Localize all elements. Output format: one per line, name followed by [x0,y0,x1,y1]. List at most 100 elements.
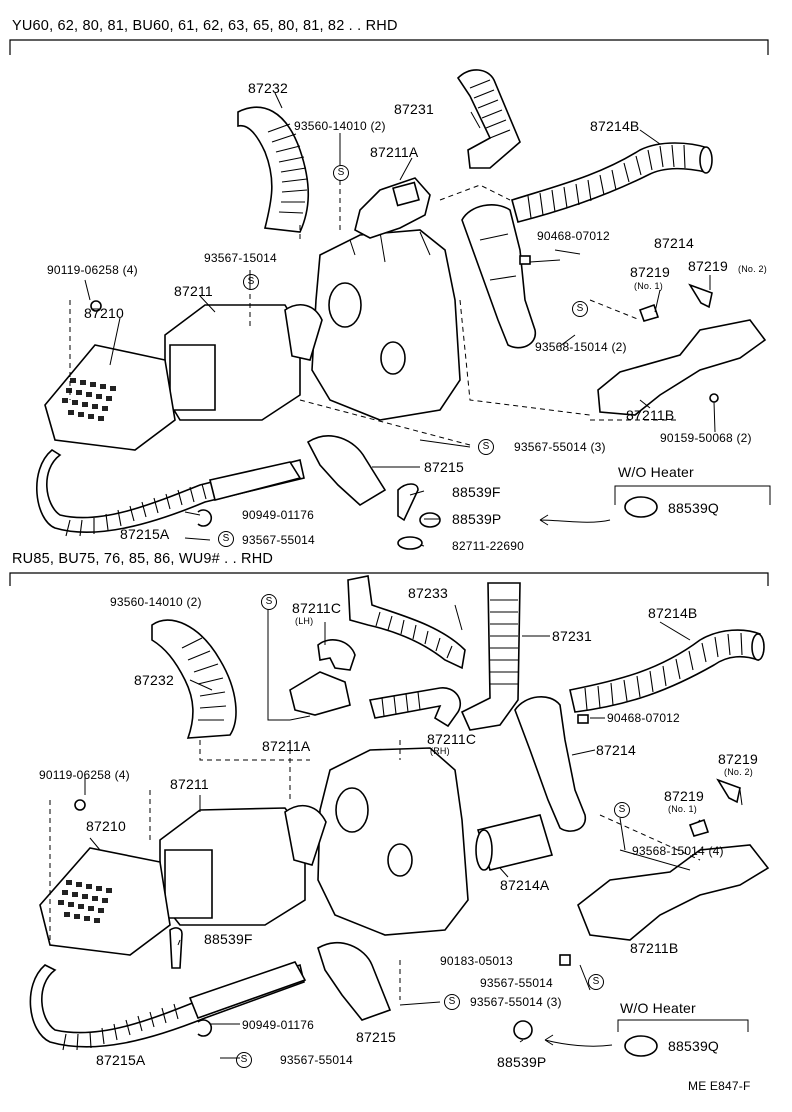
part-label-87214: 87214 [654,235,694,251]
part-label-93567-55014: 93567-55014 [480,976,553,990]
part-label-88539F: 88539F [204,931,253,947]
duct-87211C-lh [289,639,356,716]
duct-87211A-top [354,177,431,239]
part-label-87210: 87210 [86,818,126,834]
part-label-88539P: 88539P [452,511,502,527]
s-symbol-icon: S [261,594,277,610]
part-label-87219-no2: 87219 [718,751,758,767]
part-sub-87219-no2: (No. 2) [738,264,767,274]
duct-87211B-top [597,319,767,416]
part-label-88539Q: 88539Q [668,500,720,516]
part-label-88539F: 88539F [452,484,501,500]
part-label-93567-55014: 93567-55014 [242,533,315,547]
part-label-87214: 87214 [596,742,636,758]
part-label-87231: 87231 [552,628,592,644]
part-label-87211C-lh: 87211C [292,600,342,616]
part-sub-87219-no2: (No. 2) [724,767,753,777]
duct-87231-top [456,69,521,169]
part-label-93567-55014-3: 93567-55014 (3) [514,440,606,454]
part-label-87214B: 87214B [590,118,640,134]
blower-87210-top [44,344,176,451]
part-label-87219-no1: 87219 [664,788,704,804]
part-sub-87211C-rh: (RH) [430,746,450,756]
fastener-parts-bottom [74,714,741,1057]
s-symbol-icon: S [614,802,630,818]
diagram-code: ME E847-F [688,1079,751,1093]
bottom-section-frame [9,572,769,586]
part-label-93560-14010: 93560-14010 (2) [110,595,202,609]
part-sub-87219-no1: (No. 1) [634,281,663,291]
part-label-87219-no1: 87219 [630,264,670,280]
part-label-87211: 87211 [174,283,213,299]
duct-87233-bottom [347,575,466,670]
part-label-90119-06258: 90119-06258 (4) [47,263,138,277]
part-label-93567-55014-3: 93567-55014 (3) [470,995,562,1009]
part-label-87211A: 87211A [262,738,311,754]
part-label-93568-15014: 93568-15014 (4) [632,844,724,858]
part-label-90949-01176: 90949-01176 [242,508,315,522]
part-label-93560-14010: 93560-14010 (2) [294,119,386,133]
part-label-88539P: 88539P [497,1054,547,1070]
fastener-parts-top [90,255,719,550]
section-header: YU60, 62, 80, 81, BU60, 61, 62, 63, 65, … [12,18,398,34]
part-label-88539Q: 88539Q [668,1038,720,1054]
note-wo-heater: W/O Heater [620,1000,696,1016]
section-header: RU85, BU75, 76, 85, 86, WU9# . . RHD [12,551,274,567]
heater-unit-top [311,229,461,421]
s-symbol-icon: S [243,274,259,290]
duct-87214-bottom [514,696,586,832]
part-label-82711-22690: 82711-22690 [452,539,525,553]
part-label-90119-06258: 90119-06258 (4) [39,768,130,782]
part-sub-87211C-lh: (LH) [295,616,314,626]
s-symbol-icon: S [218,531,234,547]
s-symbol-icon: S [444,994,460,1010]
part-label-87219-no2: 87219 [688,258,728,274]
blower-87211-top [164,304,323,421]
part-label-93568-15014: 93568-15014 (2) [535,340,627,354]
part-label-93567-15014: 93567-15014 [204,251,277,265]
part-label-90949-01176: 90949-01176 [242,1018,315,1032]
blower-87211-bottom [159,804,327,926]
note-wo-heater: W/O Heater [618,464,694,480]
part-label-87232: 87232 [248,80,288,96]
part-label-87211: 87211 [170,776,209,792]
part-label-87211C-rh: 87211C [427,731,477,747]
part-label-90159-50068: 90159-50068 (2) [660,431,752,445]
elbow-87215-bottom [317,942,392,1021]
elbow-87215-top [306,435,387,506]
hose-87215A-top [35,449,305,537]
part-label-93567-55014: 93567-55014 [280,1053,353,1067]
s-symbol-icon: S [333,165,349,181]
part-label-87211A: 87211A [370,144,419,160]
part-label-90183-05013: 90183-05013 [440,954,513,968]
duct-87214-top [461,204,536,349]
s-symbol-icon: S [236,1052,252,1068]
part-label-90468-07012: 90468-07012 [607,711,680,725]
part-label-90468-07012: 90468-07012 [537,229,610,243]
hose-87214B-top [511,142,713,223]
duct-87232-bottom [151,619,237,739]
s-symbol-icon: S [588,974,604,990]
heater-unit-bottom [317,747,469,936]
part-label-87215A: 87215A [120,526,170,542]
part-label-87214B: 87214B [648,605,698,621]
duct-87232-top [237,106,310,233]
part-label-87211B: 87211B [626,407,675,423]
duct-87211B-bottom [577,844,770,941]
hose-87215A-bottom [29,961,307,1051]
leader-lines-bottom [49,604,749,1059]
blower-87210-bottom [39,847,171,956]
part-label-87215: 87215 [356,1029,396,1045]
part-sub-87219-no1: (No. 1) [668,804,697,814]
part-label-87211B: 87211B [630,940,679,956]
duct-87231-bottom [460,582,521,731]
s-symbol-icon: S [478,439,494,455]
part-label-87215A: 87215A [96,1052,146,1068]
duct-87211C-rh [368,687,462,728]
part-label-87214A: 87214A [500,877,550,893]
hose-87214B-bottom [569,629,765,713]
part-label-87233: 87233 [408,585,448,601]
s-symbol-icon: S [572,301,588,317]
duct-87214A-bottom [475,814,554,871]
